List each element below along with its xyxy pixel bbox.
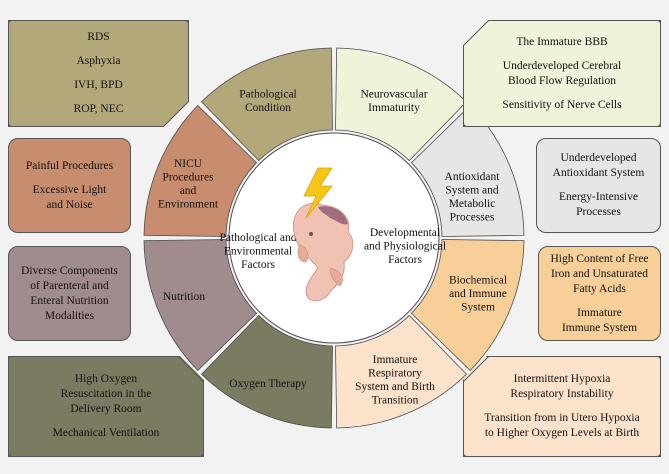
box-item-line: Painful Procedures xyxy=(25,159,114,172)
box-item-line: Processes xyxy=(576,206,621,218)
segment-nutrition xyxy=(143,239,258,372)
box-item-line: Excessive Light xyxy=(32,183,107,196)
box-item-line: ROP, NEC xyxy=(73,103,124,115)
box-item-line: Resuscitation in the xyxy=(60,388,152,400)
segment-antioxidant xyxy=(410,104,525,237)
segment-label-line: Pathological xyxy=(239,88,297,100)
box-item-line: Immature xyxy=(577,306,622,319)
center-left-label-line: Environmental xyxy=(224,246,292,258)
box-item-line: Intermittent Hypoxia xyxy=(513,373,611,385)
center-left-label-line: Pathological and xyxy=(220,232,297,244)
box-item-line: to Higher Oxygen Levels at Birth xyxy=(484,427,640,439)
segment-label-line: Metabolic xyxy=(449,198,496,210)
box-item-line: Sensitivity of Nerve Cells xyxy=(502,98,622,111)
lightning-bolt-icon xyxy=(303,167,333,219)
fetus-eye xyxy=(309,232,313,236)
box-item-line: Asphyxia xyxy=(76,55,121,67)
segment-label-line: Respiratory xyxy=(368,367,422,379)
segment-label-line: Environment xyxy=(158,198,219,210)
box-item-line: Immune System xyxy=(561,321,638,334)
center-right-label-line: and Physiological xyxy=(364,241,446,253)
box-item-line: Underdeveloped xyxy=(560,152,637,164)
segment-label-line: System and xyxy=(445,184,499,196)
segment-label-line: Nutrition xyxy=(163,291,205,303)
box-item-line: Diverse Components xyxy=(21,264,118,277)
segment-label-line: System xyxy=(461,302,495,314)
box-item-line: Enteral Nutrition xyxy=(30,294,109,307)
segment-pathological xyxy=(200,47,333,162)
segment-label-line: Condition xyxy=(245,102,291,114)
segment-label-line: NICU xyxy=(174,158,203,170)
segment-label-line: Antioxidant xyxy=(445,171,501,183)
box-item-line: High Oxygen xyxy=(74,373,138,385)
fetus-leg xyxy=(329,267,343,287)
segment-label-line: Transition xyxy=(372,394,419,406)
box-item-line: IVH, BPD xyxy=(74,79,123,91)
box-item-line: Delivery Room xyxy=(70,403,142,415)
box-item-line: Blood Flow Regulation xyxy=(508,74,616,87)
box-item-line: Transition from in Utero Hypoxia xyxy=(484,412,640,424)
segment-label-line: and Immune xyxy=(449,288,507,300)
segment-label-oxygen: Oxygen Therapy xyxy=(229,378,307,390)
box-item-line: Fatty Acids xyxy=(573,282,626,295)
segment-label-line: Immature xyxy=(373,354,418,366)
box-item-line: Respiratory Instability xyxy=(510,388,614,400)
fetus-with-lightning-bolt-icon xyxy=(292,167,354,302)
segment-respiratory xyxy=(335,314,468,429)
segment-label-line: Neurovascular xyxy=(360,88,427,100)
fetus-arm xyxy=(297,244,309,263)
segment-label-line: Processes xyxy=(450,211,495,223)
segment-label-line: Procedures xyxy=(162,171,214,183)
segment-label-line: System and Birth xyxy=(355,381,435,393)
box-item-line: Energy-Intensive xyxy=(559,191,638,203)
segment-label-line: and xyxy=(180,185,197,197)
center-left-label-line: Factors xyxy=(241,259,275,271)
box-item-line: and Noise xyxy=(46,198,93,211)
fetus-brain xyxy=(318,206,348,225)
segment-label-nutrition: Nutrition xyxy=(163,291,205,303)
center-right-label-line: Factors xyxy=(388,254,422,266)
box-item-line: Iron and Unsaturated xyxy=(550,267,649,280)
box-item-line: Modalities xyxy=(44,309,95,322)
box-item-line: of Parenteral and xyxy=(30,279,109,292)
segment-nicu xyxy=(143,104,258,237)
box-item-line: The Immature BBB xyxy=(516,35,608,48)
box-item-line: Mechanical Ventilation xyxy=(52,427,160,439)
box-item-line: High Content of Free xyxy=(550,252,649,265)
segment-label-line: Biochemical xyxy=(449,275,507,287)
segment-label-line: Oxygen Therapy xyxy=(229,378,307,390)
box-item-line: Underdeveloped Cerebral xyxy=(502,59,622,72)
box-item-line: RDS xyxy=(87,31,110,43)
center-right-label-line: Developmental xyxy=(370,227,440,239)
box-item-line: Antioxidant System xyxy=(552,167,645,179)
segment-label-line: Immaturity xyxy=(368,102,420,114)
